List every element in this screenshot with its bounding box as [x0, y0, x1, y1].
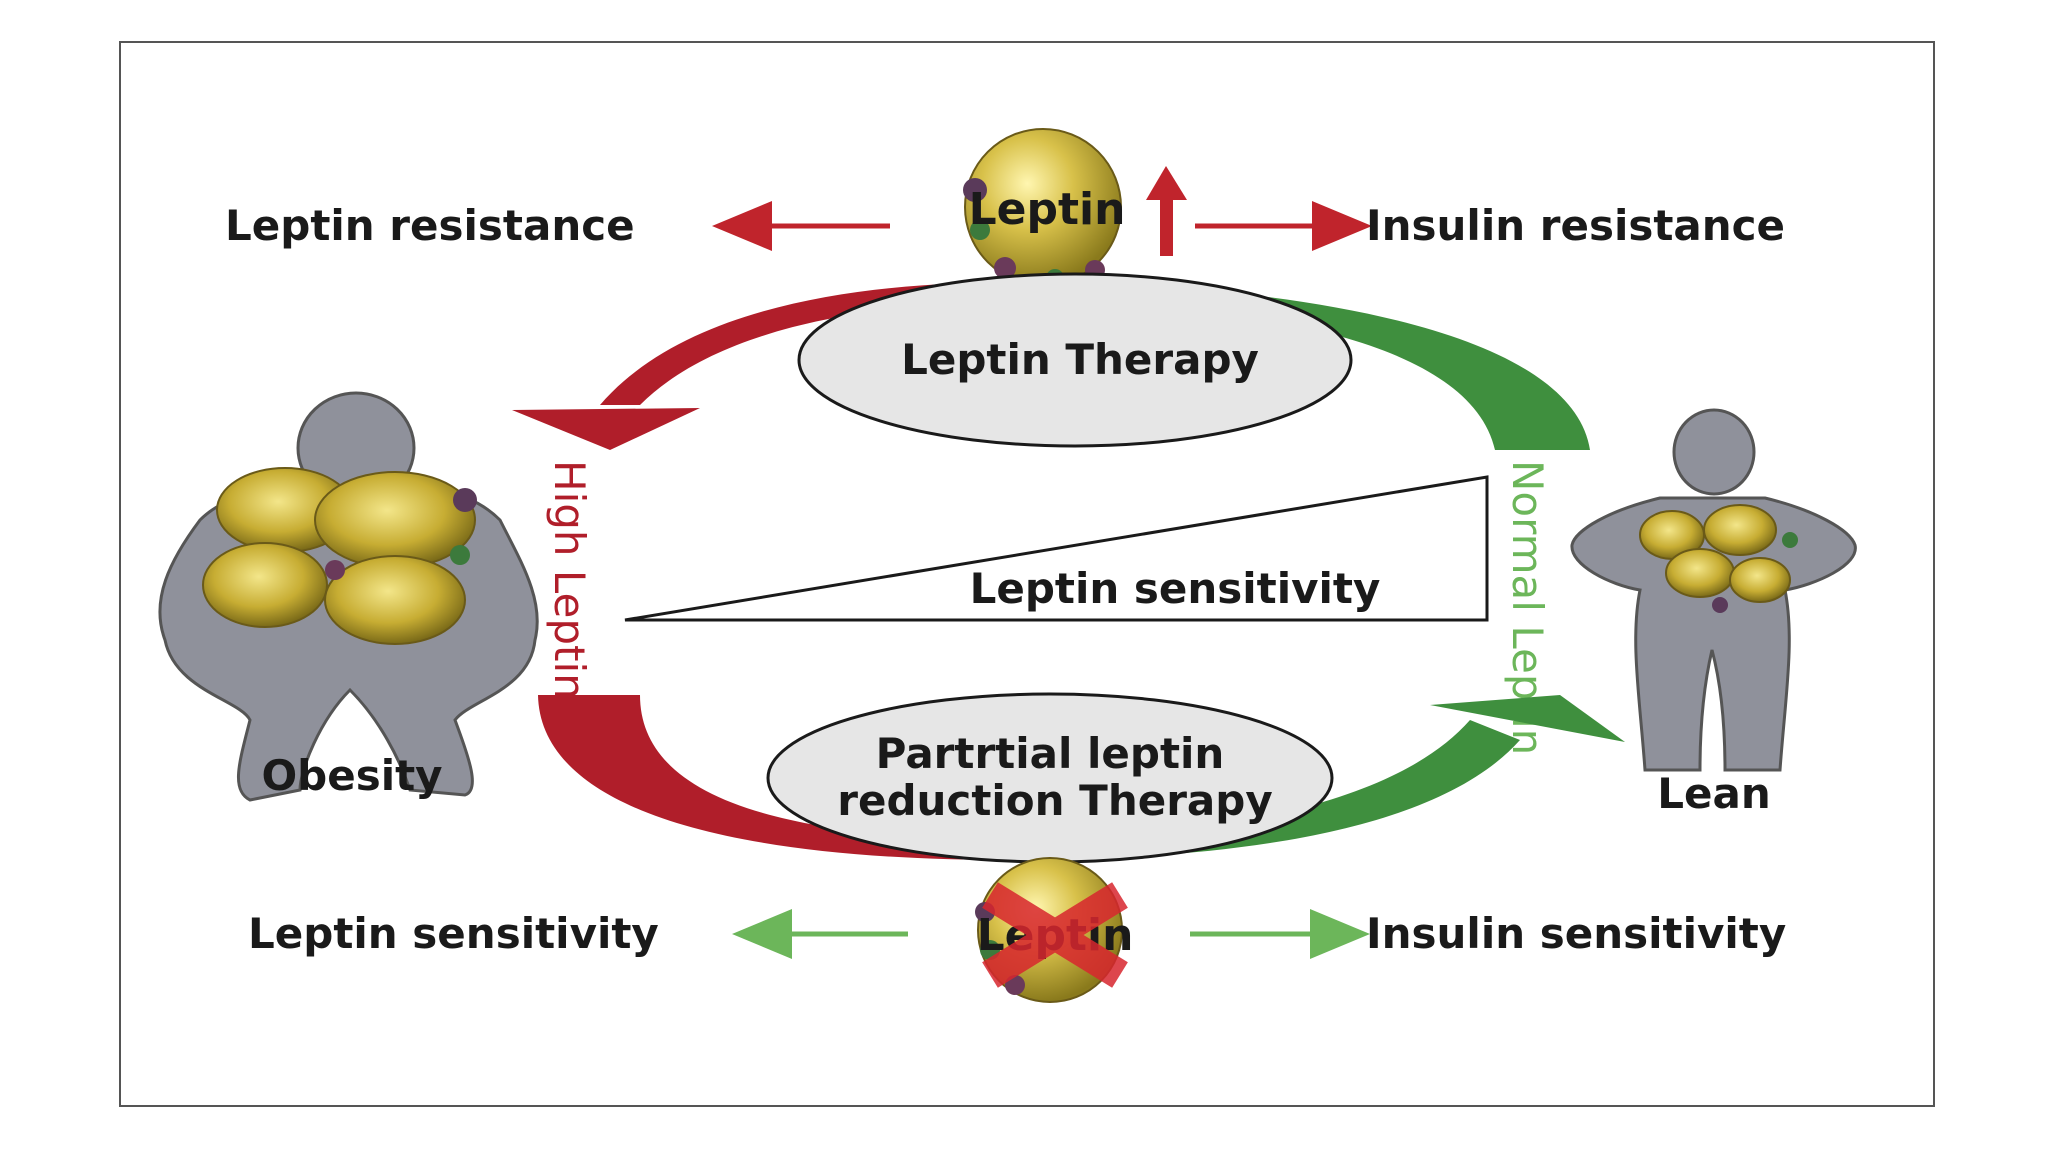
- high-leptin-label: High Leptin: [545, 460, 594, 700]
- leptin-resistance-label: Leptin resistance: [225, 201, 635, 250]
- reduction-therapy-line2: reduction Therapy: [837, 776, 1272, 825]
- leptin-sensitivity-label: Leptin sensitivity: [248, 909, 659, 958]
- leptin-therapy-ellipse: [797, 272, 1353, 448]
- up-arrow-icon: [1146, 166, 1187, 256]
- sensitivity-center-label: Leptin sensitivity: [970, 564, 1381, 613]
- fat-cells-lean: [1639, 504, 1798, 613]
- leptin-therapy-label: Leptin Therapy: [901, 335, 1259, 384]
- red-arrowhead-top: [512, 408, 700, 450]
- fat-cells-obese: [202, 467, 477, 645]
- leptin-cell-top: [963, 128, 1122, 287]
- insulin-sensitivity-label: Insulin sensitivity: [1366, 909, 1786, 958]
- insulin-resistance-label: Insulin resistance: [1366, 201, 1785, 250]
- leptin-top-label: Leptin: [969, 184, 1126, 235]
- cross-x-icon: [982, 882, 1128, 988]
- green-arrowhead-bottom: [1430, 695, 1625, 742]
- obesity-label: Obesity: [261, 751, 442, 800]
- reduction-therapy-line1: Partrtial leptin: [876, 729, 1225, 778]
- sensitivity-wedge: [624, 475, 1489, 622]
- lean-label: Lean: [1657, 769, 1771, 818]
